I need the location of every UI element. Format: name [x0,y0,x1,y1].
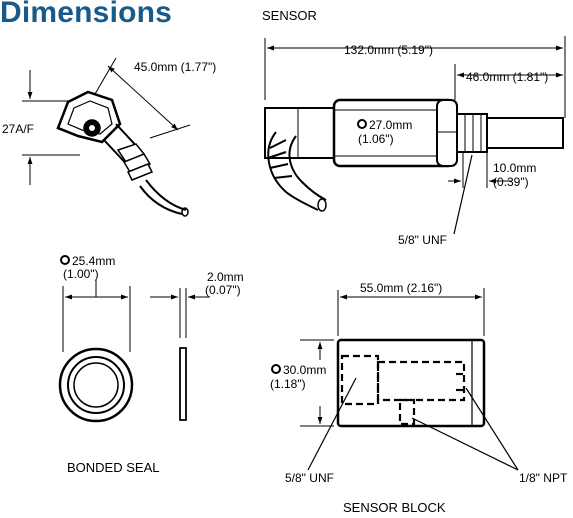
hex-cable [145,179,187,211]
sensor-thread-length-label: 46.0mm (1.81") [466,70,548,84]
seal-diameter-label: 25.4mm [72,254,115,268]
hex-width-label: 45.0mm (1.77") [134,60,216,74]
hex-af-label: 27A/F [2,122,34,136]
block-diameter-symbol-icon [271,364,281,374]
sensor-caption: SENSOR [262,8,317,23]
sensor-view [264,36,566,235]
bonded-seal-view [58,280,210,423]
sensor-block-body [336,338,486,428]
sensor-block-caption: SENSOR BLOCK [343,500,446,515]
sensor-thread [456,113,488,153]
block-diameter-inch-label: (1.18") [270,377,306,391]
block-bore-main [376,360,466,402]
diameter-symbol-icon [357,119,367,129]
block-npt-leader-a [411,417,519,471]
sensor-probe [486,117,564,149]
block-diameter-label: 30.0mm [283,363,326,377]
seal-diameter-symbol-icon [60,255,70,265]
bonded-seal-caption: BONDED SEAL [67,460,159,475]
hex-width-dim-line [107,65,179,131]
sensor-thread-label: 5/8" UNF [398,233,447,247]
block-length-label: 55.0mm (2.16") [360,281,442,295]
block-npt-label: 1/8" NPT [519,471,568,485]
page-title: Dimensions [0,0,173,29]
block-npt-leader-b [465,387,519,471]
sensor-gap-inch-label: (0.39") [493,175,529,189]
sensor-length-label: 132.0mm (5.19") [344,43,433,57]
block-bore-left [340,354,380,406]
sensor-diameter-inch-label: (1.06") [358,132,394,146]
seal-thickness-inch-label: (0.07") [205,283,241,297]
hex-view [22,57,191,217]
block-port [398,398,416,426]
sensor-gap-label: 10.0mm [493,161,536,175]
block-unf-leader [307,377,357,471]
sensor-block-view [300,288,519,471]
seal-side-profile [179,347,187,421]
sensor-diameter-label: 27.0mm [369,118,412,132]
block-unf-label: 5/8" UNF [285,471,334,485]
sensor-cable [267,131,319,211]
seal-diameter-inch-label: (1.00") [63,267,99,281]
seal-thickness-label: 2.0mm [207,270,244,284]
